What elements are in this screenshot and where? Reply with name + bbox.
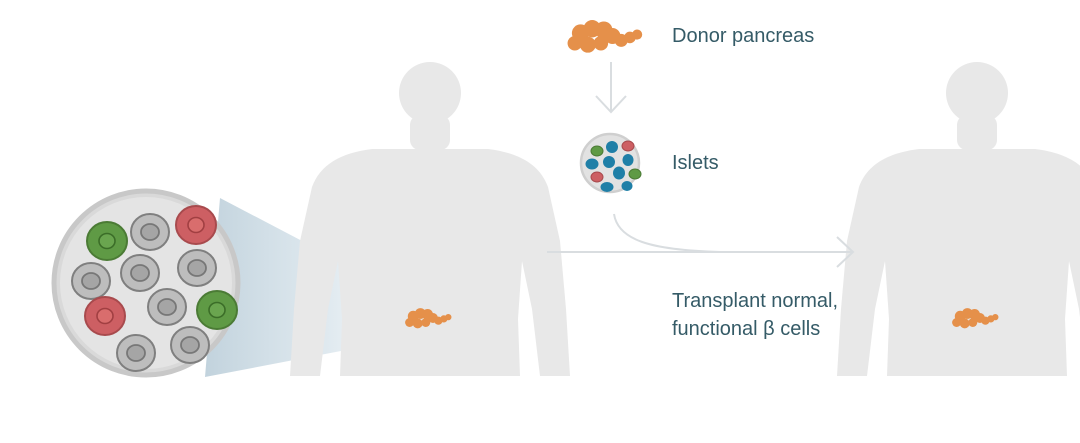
pancreas-icon-donor xyxy=(567,20,643,53)
beta-cell-gray-3 xyxy=(120,254,160,292)
beta-cell-red-1 xyxy=(175,205,217,245)
beta-cell-gray-4 xyxy=(177,249,217,287)
donor-pancreas-label: Donor pancreas xyxy=(672,25,815,47)
beta-cell-gray-6 xyxy=(116,334,156,372)
islets-curve-connector xyxy=(613,213,721,253)
beta-cell-gray-2 xyxy=(71,262,111,300)
islet-icon xyxy=(579,132,642,194)
beta-cell-red-2 xyxy=(84,296,126,336)
human-silhouette-icon-right xyxy=(837,62,1080,376)
beta-cell-green-2 xyxy=(196,290,238,330)
beta-cell-gray-1 xyxy=(130,213,170,251)
transplant-label: Transplant normal, functional β cells xyxy=(672,287,838,343)
islets-label: Islets xyxy=(672,152,719,174)
donor-to-islets-arrow xyxy=(595,62,627,114)
beta-cell-gray-5 xyxy=(147,288,187,326)
transplant-label-line-1: Transplant normal, xyxy=(672,290,838,312)
transplant-label-line-2: functional β cells xyxy=(672,318,821,340)
transplant-arrow xyxy=(547,236,855,268)
beta-cell-gray-7 xyxy=(170,326,210,364)
cell-zoom-circle xyxy=(51,188,241,378)
beta-cell-green-1 xyxy=(86,221,128,261)
